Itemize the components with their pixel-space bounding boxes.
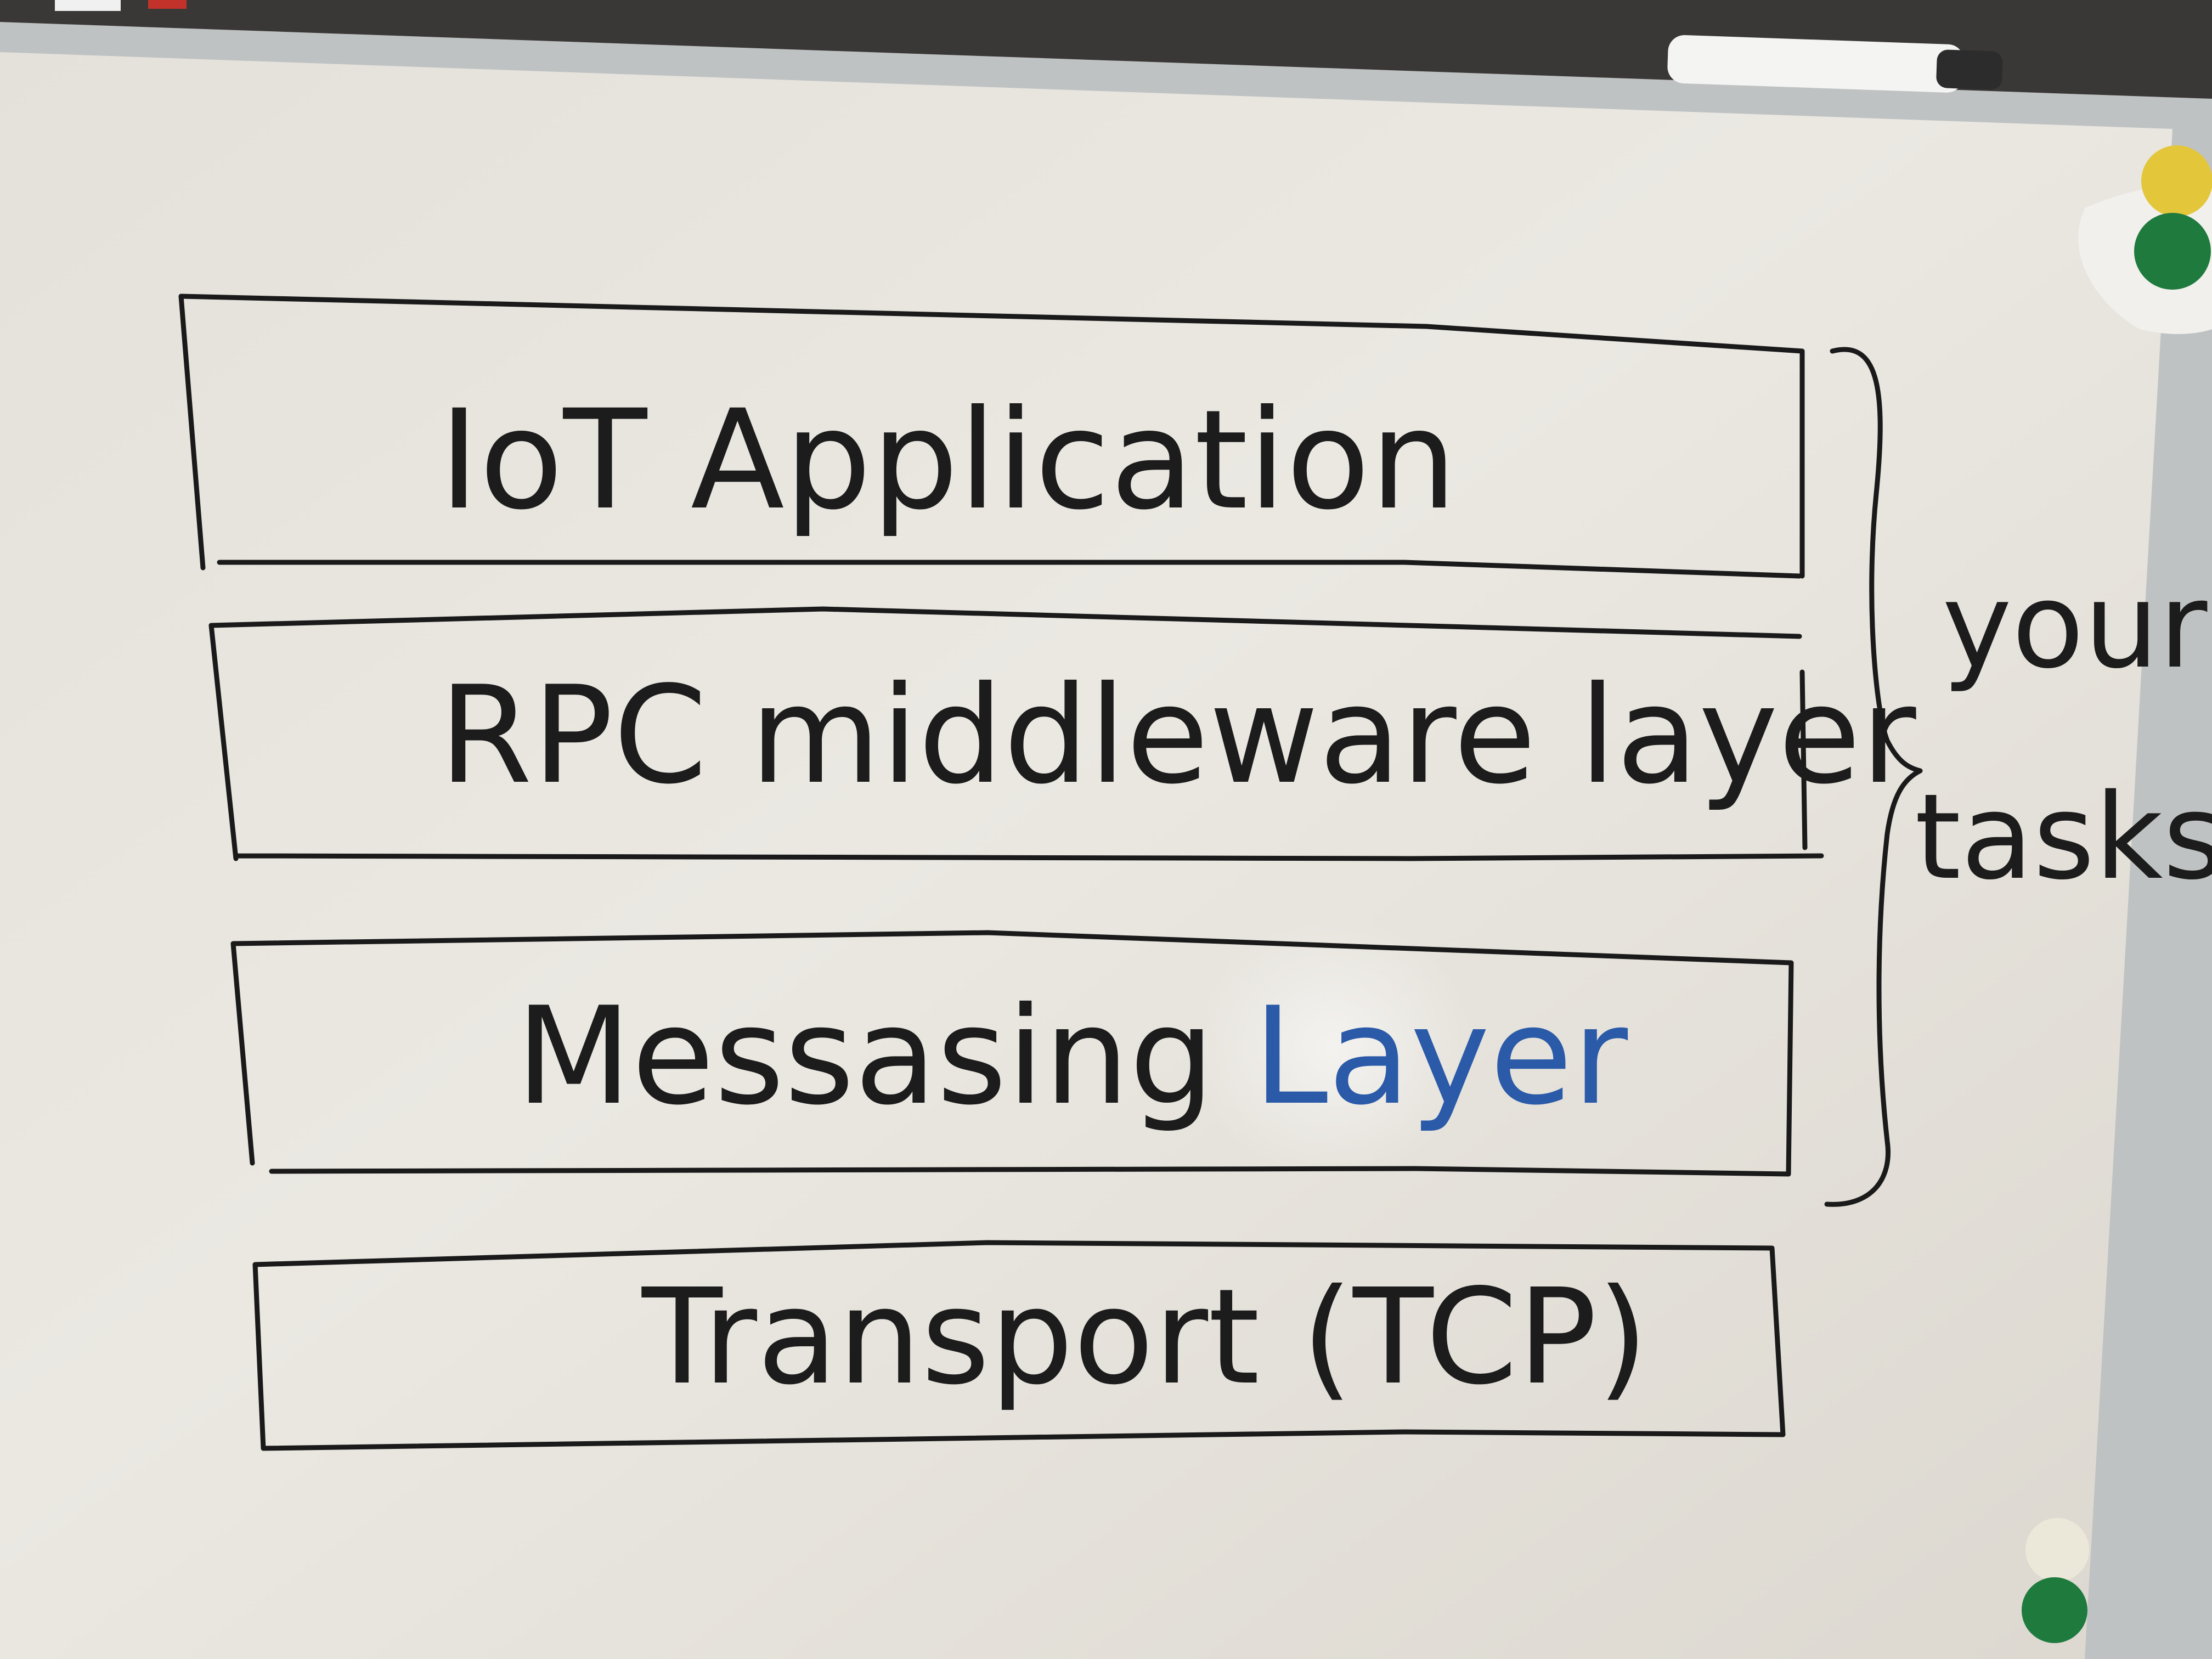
- cream-magnet-icon: [2025, 1518, 2089, 1582]
- layer-iot-application: IoT Application: [178, 294, 1805, 579]
- layer-label: Transport (TCP): [641, 1260, 1649, 1414]
- layer-box-outline: [178, 294, 1805, 579]
- layer-label-accent: Layer: [1253, 978, 1628, 1135]
- layer-box-outline: [252, 1240, 1786, 1451]
- red-marker-cap: [148, 0, 187, 9]
- magnet-cluster-bottom: [2022, 1518, 2089, 1643]
- marker-pen-icon: [1667, 35, 2003, 93]
- layer-transport: Transport (TCP): [252, 1240, 1786, 1451]
- barcode-tag: [55, 0, 121, 11]
- layer-rpc-middleware: RPC middleware layer: [208, 606, 1916, 861]
- layer-box-outline: [230, 930, 1794, 1177]
- layer-label-main: Messasing: [516, 978, 1215, 1135]
- yellow-magnet-icon: [2141, 145, 2212, 217]
- brace-label-line1: your: [1942, 557, 2208, 695]
- curly-brace: [1824, 347, 1923, 1207]
- brace-label-line2: tasks: [1915, 768, 2212, 906]
- light-glare: [1190, 916, 1476, 1180]
- magnet-cluster-top: [2078, 145, 2212, 334]
- layer-box-outline: [208, 606, 1824, 861]
- layer-label: RPC middleware layer: [439, 657, 1916, 814]
- green-magnet-icon: [2134, 213, 2211, 290]
- layer-label: IoT Application: [439, 380, 1457, 540]
- brace-label: your tasks: [1915, 557, 2212, 906]
- green-magnet-icon-bottom: [2022, 1577, 2087, 1643]
